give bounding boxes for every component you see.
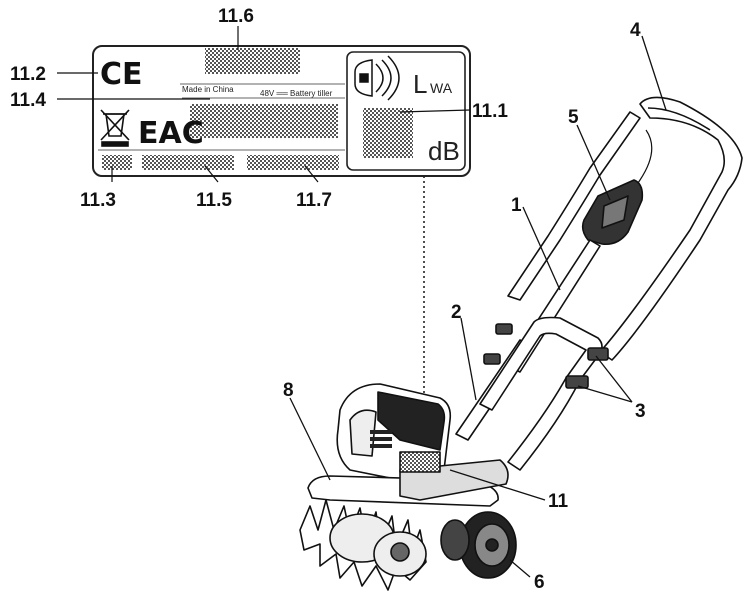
wheel [440,511,517,579]
tiller-callouts [289,35,667,578]
callout-6: 6 [534,572,545,593]
field-11-4 [190,104,338,138]
handle-bar-inner [507,111,641,301]
adjust-knobs [483,323,609,389]
lwa-symbol: L [413,69,427,99]
handle-bar [599,96,743,361]
made-in-text: Made in China [182,85,234,94]
callout-8: 8 [283,380,294,401]
tines [299,499,427,591]
eac-mark-icon: EAC [138,116,204,151]
ce-mark-icon: CE [100,57,143,92]
db-unit: dB [428,136,460,166]
callout-2: 2 [451,302,462,323]
field-11-3 [102,155,132,170]
tiller [299,96,743,591]
callout-11-3: 11.3 [80,190,116,211]
callout-1: 1 [511,195,522,216]
lower-frame [479,316,603,471]
field-11-1 [363,108,413,158]
callout-11-6: 11.6 [218,6,254,27]
callout-11-4: 11.4 [10,90,46,111]
label-callouts [57,26,471,183]
callout-11-1: 11.1 [472,101,508,122]
crossed-bin-icon [100,109,130,147]
field-11-7 [247,155,339,170]
callout-3: 3 [635,401,646,422]
lwa-subscript: WA [430,80,453,96]
sound-power-icon [354,55,400,101]
field-11-6 [205,48,300,74]
callout-4: 4 [630,20,641,41]
callout-11-7: 11.7 [296,190,332,211]
field-11-5 [142,155,234,170]
voltage-text: 48V ══ Battery tiller [260,89,333,98]
battery-pack [377,391,446,451]
rating-label: CE Made in China 48V ══ Battery tiller E… [92,45,471,177]
callout-11: 11 [548,491,569,512]
callout-11-2: 11.2 [10,64,46,85]
callout-11-5: 11.5 [196,190,232,211]
label-plate-on-tiller [399,451,441,473]
callout-5: 5 [568,107,579,128]
